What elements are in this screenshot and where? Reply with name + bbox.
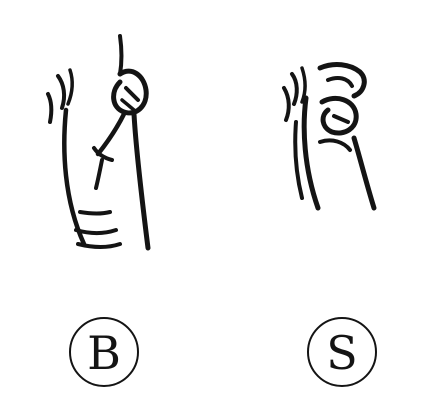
seal-script-glyph-b-icon xyxy=(36,30,166,262)
label-s-text: S xyxy=(326,326,358,380)
circled-label-s: S xyxy=(307,317,377,387)
label-b-text: B xyxy=(87,326,121,380)
circled-label-b: B xyxy=(69,317,139,387)
seal-script-glyph-s-icon xyxy=(276,58,386,220)
